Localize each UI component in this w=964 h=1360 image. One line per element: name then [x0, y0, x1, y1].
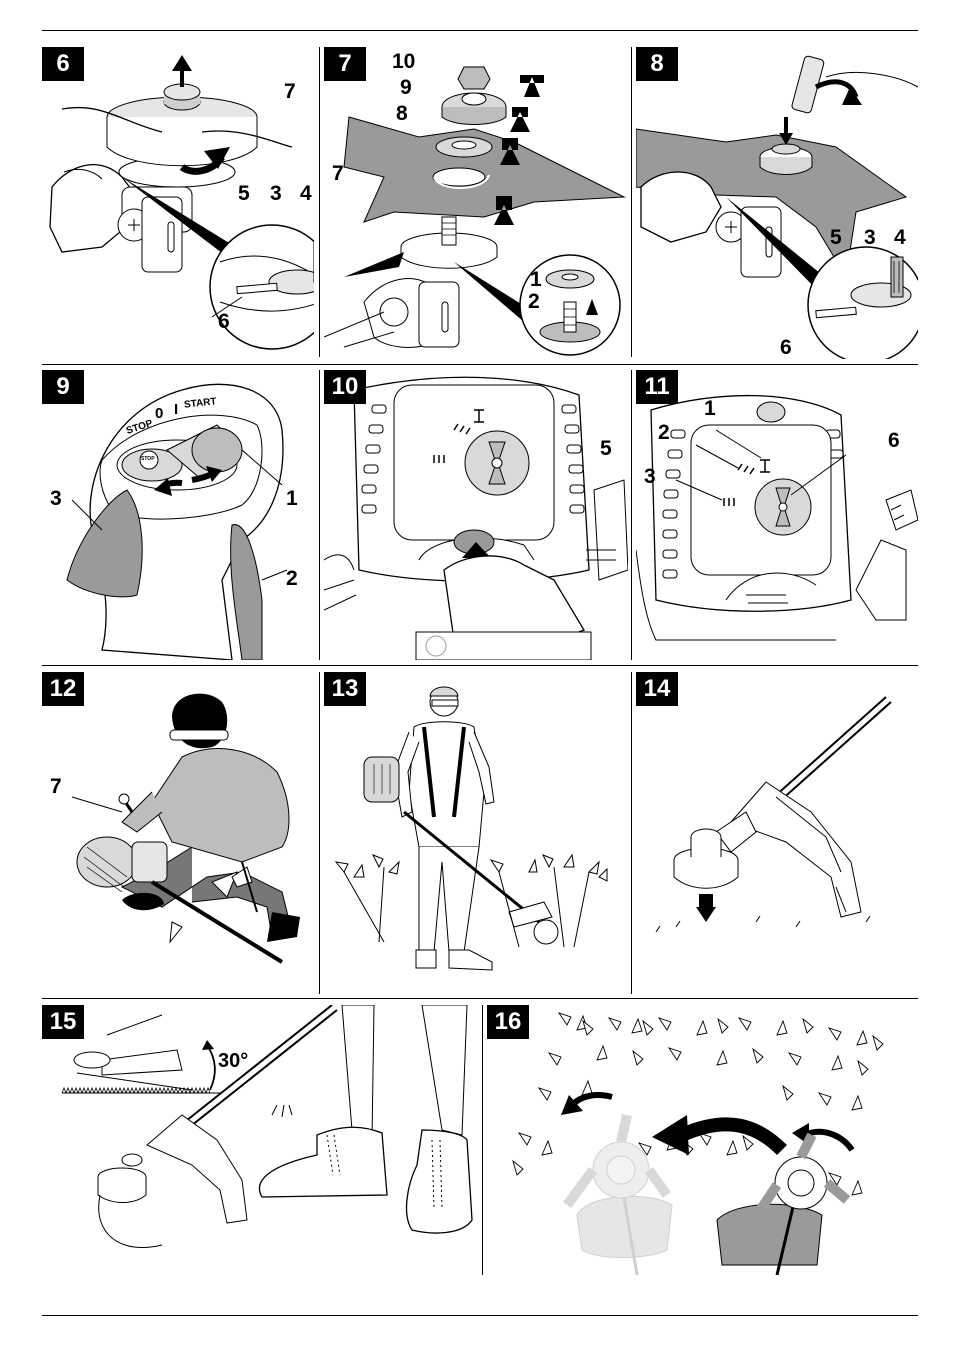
sweeping-motion-illustration	[512, 1012, 884, 1275]
callout-label: 6	[780, 336, 792, 359]
figure-6: 6 7 5 3 4 6	[42, 47, 314, 359]
figure-number: 16	[487, 1005, 529, 1039]
figure-number: 15	[42, 1005, 84, 1039]
callout-label: 1	[286, 487, 298, 510]
figure-number: 7	[324, 47, 366, 81]
choke-lever-illustration	[636, 394, 918, 641]
primer-bulb-illustration	[324, 376, 628, 660]
angle-label: 30°	[218, 1050, 249, 1072]
figure-number: 8	[636, 47, 678, 81]
figure-number: 12	[42, 672, 84, 706]
callout-label: 1	[530, 268, 542, 291]
ignition-switch-handle-illustration	[66, 383, 288, 660]
callout-label: 8	[396, 102, 408, 125]
callout-label: 7	[50, 775, 62, 798]
stop-button-label: STOP	[141, 456, 155, 462]
kneeling-operator-illustration	[71, 693, 300, 964]
bottom-rule	[42, 1315, 918, 1316]
callout-label: 3	[50, 487, 62, 510]
callout-label: 10	[392, 50, 416, 73]
callout-label: 9	[400, 76, 412, 99]
callout-label: 7	[284, 80, 296, 103]
callout-label: 2	[658, 421, 670, 444]
figure-number: 13	[324, 672, 366, 706]
callout-label: 5	[238, 182, 250, 205]
divider	[319, 672, 320, 994]
callout-label: 4	[894, 226, 906, 249]
blade-mounting-illustration	[324, 66, 626, 356]
cutting-angle-illustration	[61, 1005, 473, 1249]
figure-number: 14	[636, 672, 678, 706]
trimmer-head-on-ground-illustration	[655, 696, 892, 933]
callout-label: 1	[704, 397, 716, 420]
switch-label-one: I	[174, 401, 179, 418]
blade-nut-tightening-illustration	[636, 55, 918, 359]
callout-label: 3	[864, 226, 876, 249]
trimmer-head-removal-illustration	[49, 55, 314, 350]
figure-9: 9 STOP 0 I START STOP 3 1 2	[42, 370, 314, 660]
callout-label: 7	[332, 162, 344, 185]
divider	[42, 998, 918, 999]
figure-12: 12 7	[42, 672, 314, 994]
callout-label: 4	[300, 182, 312, 205]
divider	[319, 370, 320, 660]
divider	[631, 47, 632, 357]
figure-number: 9	[42, 370, 84, 404]
figure-7: 7 10 9 8 7 1 2	[324, 47, 628, 359]
callout-label: 6	[888, 429, 900, 452]
callout-label: 3	[270, 182, 282, 205]
switch-label-zero: 0	[155, 405, 164, 422]
callout-label: 5	[600, 437, 612, 460]
divider	[42, 364, 918, 365]
divider	[42, 665, 918, 666]
callout-label: 5	[830, 226, 842, 249]
divider	[631, 672, 632, 994]
figure-8: 8 5 3 4 6	[636, 47, 918, 359]
figure-10: 10 5	[324, 370, 628, 660]
divider	[482, 1005, 483, 1275]
callout-label: 2	[528, 290, 540, 313]
figure-14: 14	[636, 672, 918, 994]
callout-label: 2	[286, 567, 298, 590]
figure-15: 15 30°	[42, 1005, 478, 1275]
callout-label: 3	[644, 465, 656, 488]
callout-label: 6	[218, 310, 230, 333]
figure-13: 13	[324, 672, 628, 994]
divider	[319, 47, 320, 357]
figure-11: 11 1 2 3 6	[636, 370, 918, 660]
operator-with-harness-illustration	[334, 686, 608, 971]
figure-number: 6	[42, 47, 84, 81]
top-rule	[42, 30, 918, 31]
divider	[631, 370, 632, 660]
figure-number: 10	[324, 370, 366, 404]
figure-16: 16	[487, 1005, 918, 1275]
figure-number: 11	[636, 370, 678, 404]
